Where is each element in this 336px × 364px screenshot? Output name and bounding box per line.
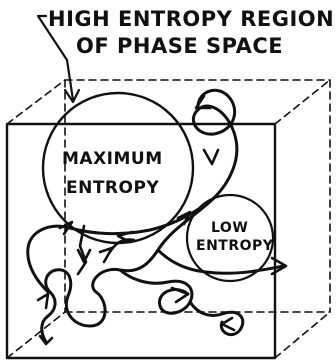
low-entropy-label-line2: ENTROPY <box>196 238 274 254</box>
maximum-entropy-label-line2: ENTROPY <box>66 178 159 198</box>
low-entropy-label-line1: LOW <box>211 220 248 236</box>
maximum-entropy-label-line1: MAXIMUM <box>62 149 163 169</box>
system-trajectory <box>28 90 286 344</box>
region-label-line1: HIGH ENTROPY REGION <box>48 7 334 31</box>
region-label-line2: OF PHASE SPACE <box>76 34 283 58</box>
phase-space-box <box>7 80 330 358</box>
